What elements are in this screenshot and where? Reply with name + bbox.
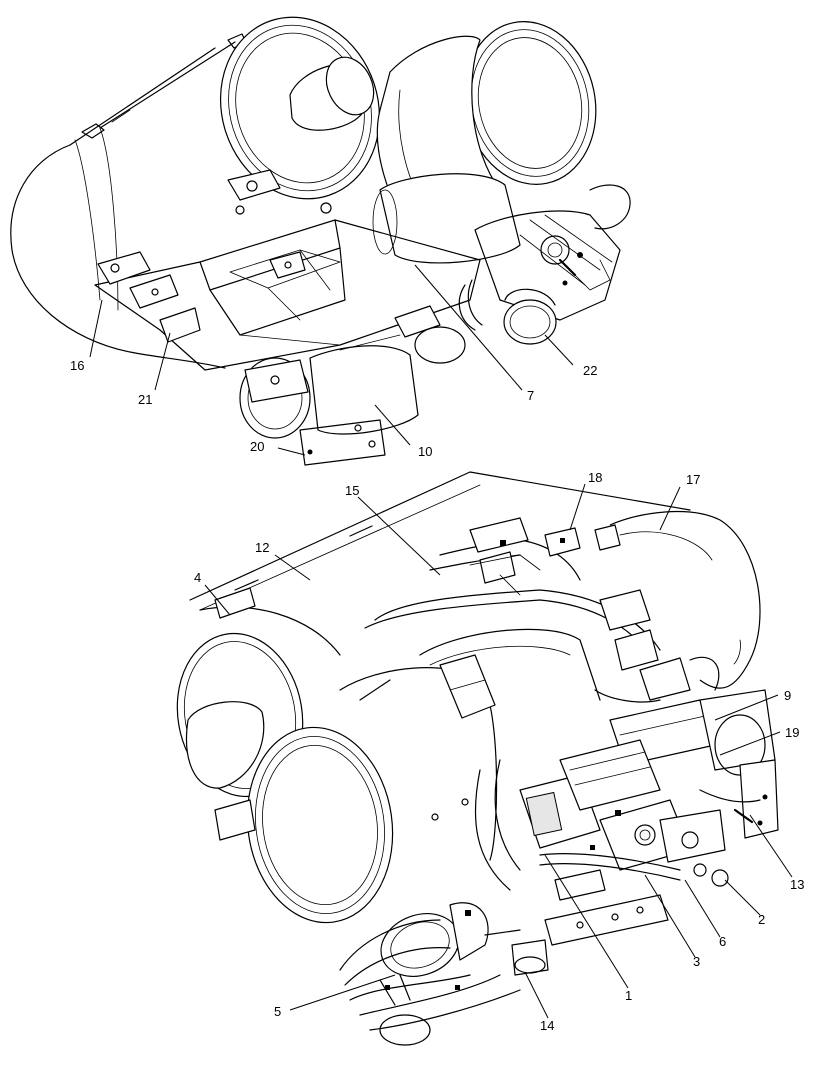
- callout-14: 14: [540, 1018, 554, 1033]
- lower-engine-assembly: [176, 471, 779, 1046]
- callout-17: 17: [686, 472, 700, 487]
- callout-1: 1: [625, 988, 632, 1003]
- callout-12: 12: [255, 540, 269, 555]
- upper-accessory-gearbox: [458, 184, 631, 345]
- callout-21: 21: [138, 392, 152, 407]
- callout-7: 7: [527, 388, 534, 403]
- callout-labels: 16 21 7 22 10 20 15 18 17 12 4 9 19 13 2…: [70, 358, 804, 1033]
- upper-lower-drum: [239, 305, 466, 466]
- callout-2: 2: [758, 912, 765, 927]
- callout-15: 15: [345, 483, 359, 498]
- callout-4: 4: [194, 570, 201, 585]
- top-rail-fittings: [469, 517, 621, 596]
- callout-6: 6: [719, 934, 726, 949]
- leader-lines: [89, 264, 793, 1019]
- callout-5: 5: [274, 1004, 281, 1019]
- rear-exhaust-drum: [609, 510, 761, 689]
- left-inlet-bell: [219, 16, 381, 200]
- accessory-gearbox: [519, 739, 726, 946]
- mount-frame: [94, 169, 481, 371]
- callout-22: 22: [583, 363, 597, 378]
- oil-inlet-plumbing: [339, 902, 549, 1046]
- callout-10: 10: [418, 444, 432, 459]
- right-side-components: [594, 589, 779, 887]
- callout-18: 18: [588, 470, 602, 485]
- upper-engine-assembly: [10, 16, 631, 466]
- callout-13: 13: [790, 877, 804, 892]
- callout-19: 19: [785, 725, 799, 740]
- callout-3: 3: [693, 954, 700, 969]
- callout-9: 9: [784, 688, 791, 703]
- callout-20: 20: [250, 439, 264, 454]
- callout-16: 16: [70, 358, 84, 373]
